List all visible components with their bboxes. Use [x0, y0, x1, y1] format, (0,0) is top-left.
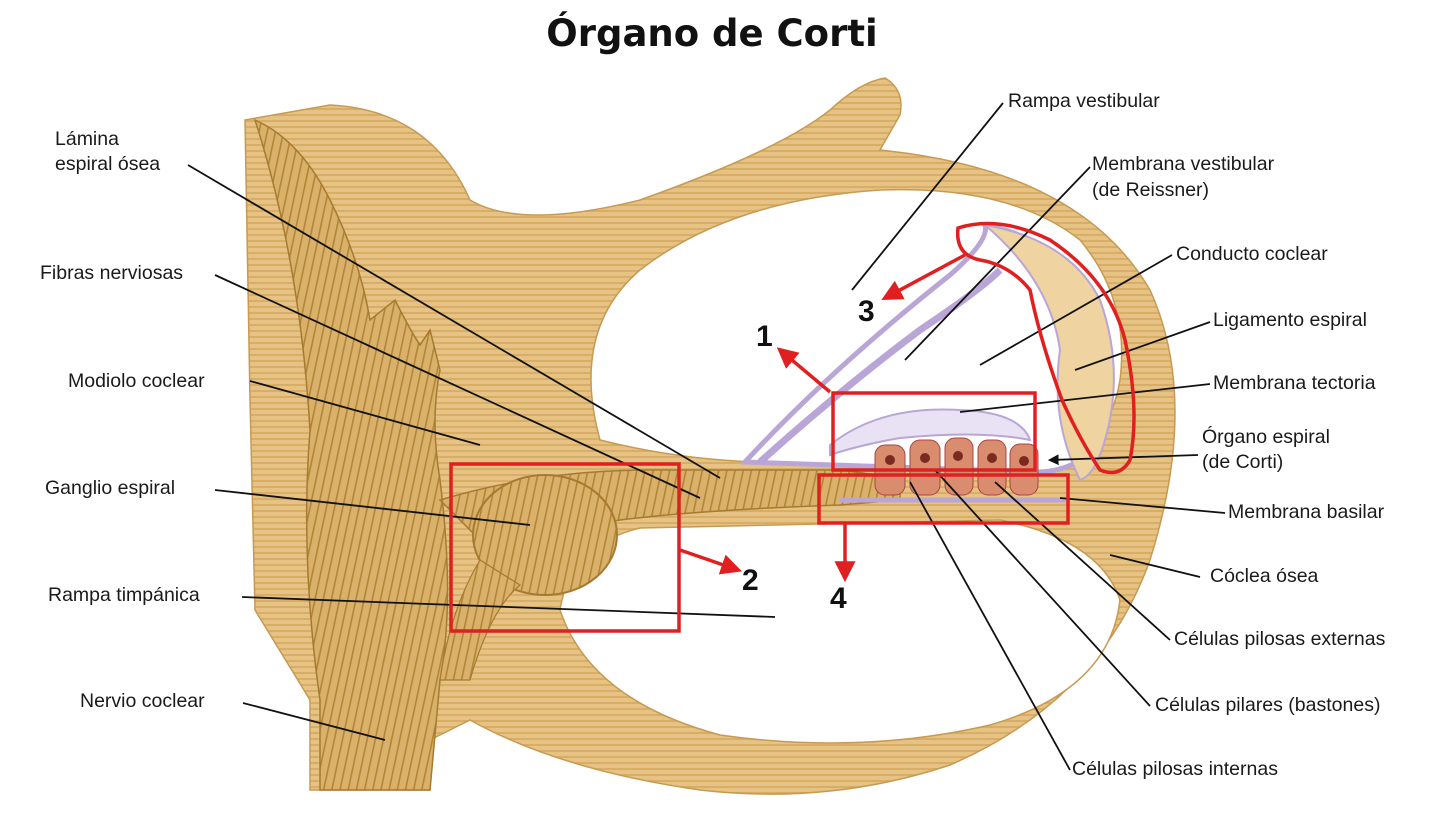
highlight-outline-3 [955, 221, 1136, 475]
marker-3: 3 [858, 295, 875, 328]
label-ganglio: Ganglio espiral [45, 477, 176, 499]
label-lamina-espiral-1: Lámina [55, 128, 119, 150]
label-conducto-coclear: Conducto coclear [1176, 243, 1328, 265]
marker-4: 4 [830, 582, 847, 615]
label-fibras-nerviosas: Fibras nerviosas [40, 262, 184, 284]
label-membrana-vestibular-1: Membrana vestibular [1092, 153, 1275, 175]
ganglion-to-nerve [439, 559, 522, 681]
highlight-box-4 [817, 473, 1070, 525]
label-rampa-vestibular: Rampa vestibular [1008, 90, 1160, 112]
leader-lines [187, 102, 1226, 771]
marker-2: 2 [742, 564, 759, 597]
label-rampa-timpanica: Rampa timpánica [48, 584, 200, 606]
highlight-annotations [449, 221, 1136, 633]
label-coclea-osea: Cóclea ósea [1210, 565, 1319, 587]
label-modiolo: Modiolo coclear [68, 370, 205, 392]
label-ligamento-espiral: Ligamento espiral [1213, 309, 1367, 331]
label-membrana-basilar: Membrana basilar [1228, 501, 1385, 523]
label-pilosas-internas: Células pilosas internas [1072, 758, 1278, 780]
label-membrana-vestibular-2: (de Reissner) [1092, 179, 1210, 201]
label-membrana-tectoria: Membrana tectoria [1213, 372, 1376, 394]
highlight-box-1 [831, 391, 1037, 472]
highlight-box-2 [449, 462, 681, 633]
tectorial-membrane [829, 408, 1032, 457]
label-organo-espiral-2: (de Corti) [1202, 451, 1284, 473]
label-organo-espiral-1: Órgano espiral [1202, 426, 1330, 448]
organ-of-corti-cells [874, 437, 1039, 496]
label-pilosas-externas: Células pilosas externas [1174, 628, 1386, 650]
marker-1: 1 [756, 320, 773, 353]
label-lamina-espiral-2: espiral ósea [55, 153, 161, 175]
reissner-membrane [757, 267, 1003, 465]
label-pilares: Células pilares (bastones) [1155, 694, 1381, 716]
scala-tympani [559, 519, 1121, 744]
spiral-ganglion [472, 474, 618, 596]
diagram-title: Órgano de Corti [546, 12, 878, 55]
label-nervio-coclear: Nervio coclear [80, 690, 205, 712]
cochlear-nerve-trunk [253, 118, 449, 791]
